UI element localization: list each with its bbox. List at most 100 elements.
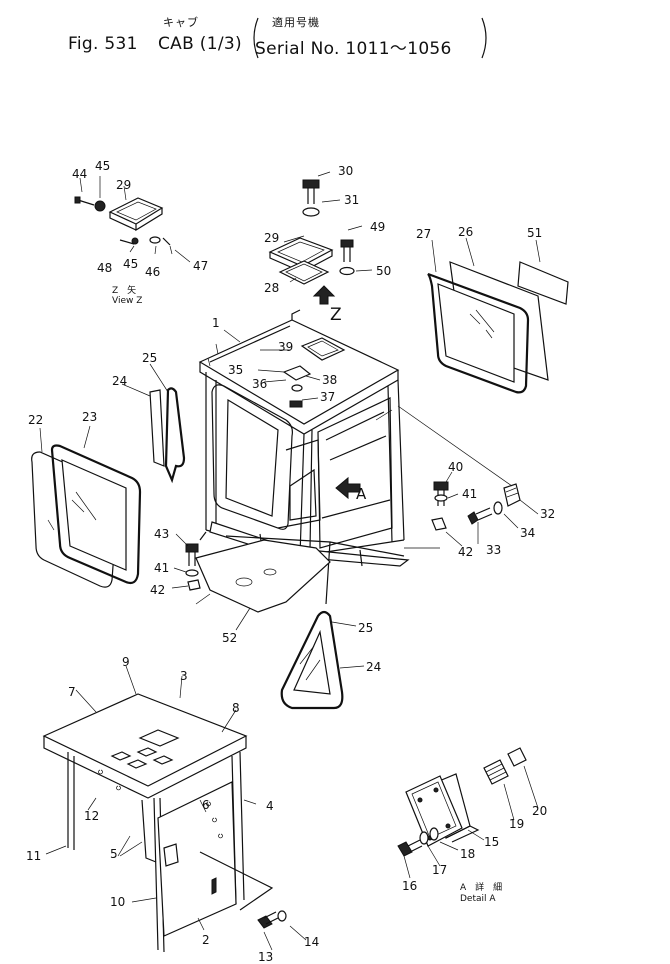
triangle-window-group: 25 24 (280, 610, 381, 710)
callout-9: 9 (122, 655, 130, 669)
arrow-a-label: A (356, 485, 367, 503)
cab-side-frame (317, 397, 393, 549)
bolt-16 (397, 841, 413, 857)
callout-15: 15 (484, 835, 499, 849)
title-block: キャブ 適用号機 Fig. 531 CAB (1/3) Serial No. 1… (0, 0, 670, 70)
weatherstrip-25-left (164, 387, 186, 484)
callout-41-right: 41 (462, 487, 477, 501)
callout-38: 38 (322, 373, 337, 387)
plate-51 (517, 261, 569, 305)
washer-38 (291, 384, 303, 392)
callout-42-left: 42 (150, 583, 165, 597)
callout-12: 12 (84, 809, 99, 823)
callout-17: 17 (432, 863, 447, 877)
callout-13: 13 (258, 950, 273, 964)
callout-50: 50 (376, 264, 391, 278)
title-jp-serial: 適用号機 (272, 16, 320, 29)
callout-18: 18 (460, 847, 475, 861)
nut-42-left (187, 579, 201, 591)
callout-23: 23 (82, 410, 97, 424)
callout-3: 3 (180, 669, 188, 683)
bolt-30-head (302, 179, 320, 189)
base-top-cutout (138, 729, 180, 747)
callout-40: 40 (448, 460, 463, 474)
callout-41-left: 41 (154, 561, 169, 575)
title-jp-name: キャブ (163, 16, 199, 29)
callout-14: 14 (304, 935, 319, 949)
detail-a-caption: Detail A (460, 894, 496, 904)
callout-47: 47 (193, 259, 208, 273)
pin-47 (162, 237, 171, 246)
callout-26: 26 (458, 225, 473, 239)
figure-number: Fig. 531 (68, 34, 138, 54)
weatherstrip-23 (50, 444, 142, 585)
callout-5: 5 (110, 847, 118, 861)
washer-34 (493, 501, 503, 515)
callout-8: 8 (232, 701, 240, 715)
view-z-jp-caption: Z 矢 (112, 284, 136, 296)
callout-34: 34 (520, 526, 535, 540)
bolt-43 (185, 543, 199, 553)
callout-16: 16 (402, 879, 417, 893)
washer-31 (302, 207, 320, 217)
callout-19: 19 (509, 817, 524, 831)
callout-10: 10 (110, 895, 125, 909)
bolt-49-head (340, 239, 354, 248)
arrow-z-label: Z (330, 305, 342, 325)
view-z-group: 44 45 29 48 45 46 47 Z 矢 View Z (72, 159, 208, 306)
pillar-11 (67, 752, 75, 850)
bolt-13 (257, 915, 273, 929)
callout-33: 33 (486, 543, 501, 557)
callout-24-left: 24 (112, 374, 127, 388)
screw-48 (119, 239, 135, 245)
base-frame-group: 7 9 3 8 12 6 4 5 11 10 2 13 14 (26, 655, 319, 964)
callout-48: 48 (97, 261, 112, 275)
cab-door-opening (211, 384, 293, 530)
callout-49: 49 (370, 220, 385, 234)
bracket-36 (282, 365, 312, 381)
cap-20 (507, 747, 527, 767)
arrow-a-icon (335, 476, 361, 500)
callout-27: 27 (416, 227, 431, 241)
callout-46: 46 (145, 265, 160, 279)
figure-title: CAB (1/3) (158, 34, 242, 54)
callout-31: 31 (344, 193, 359, 207)
arrow-z-icon (312, 285, 336, 305)
nut-45-viewz (94, 200, 106, 212)
title-brackets (253, 17, 487, 59)
callout-4: 4 (266, 799, 274, 813)
callout-32: 32 (540, 507, 555, 521)
washer-41-right (434, 494, 448, 502)
seal-28 (278, 260, 330, 285)
callout-45-bottom: 45 (123, 257, 138, 271)
bolt-44 (77, 199, 95, 206)
callout-2: 2 (202, 933, 210, 947)
callout-51: 51 (527, 226, 542, 240)
bracket-right (481, 17, 487, 59)
serial-range: Serial No. 1011～1056 (255, 39, 452, 59)
washer-17 (419, 831, 429, 845)
callout-43: 43 (154, 527, 169, 541)
callout-20: 20 (532, 804, 547, 818)
callout-42-right: 42 (458, 545, 473, 559)
washer-18 (429, 827, 439, 841)
washer-41-left (185, 569, 199, 577)
callout-37: 37 (320, 390, 335, 404)
weatherstrip-27 (427, 272, 530, 394)
door-window-group: 22 23 (28, 410, 142, 588)
callout-24-right: 24 (366, 660, 381, 674)
callout-11: 11 (26, 849, 41, 863)
side-small-windows-group: 24 25 (112, 351, 186, 484)
base-top-holes (110, 747, 174, 769)
callout-44: 44 (72, 167, 87, 181)
callout-25-right: 25 (358, 621, 373, 635)
nut-42-right (431, 517, 447, 531)
glass-24-left (149, 389, 165, 467)
cab-shell-group: A 1 39 35 36 38 37 52 (195, 309, 410, 645)
rear-window-group: 27 26 51 (416, 225, 569, 394)
bolt-40 (433, 481, 449, 491)
left-fasteners-group: 43 41 42 (150, 527, 211, 605)
floor-plate-52 (195, 539, 331, 613)
weatherstrip-25-right (280, 610, 344, 710)
